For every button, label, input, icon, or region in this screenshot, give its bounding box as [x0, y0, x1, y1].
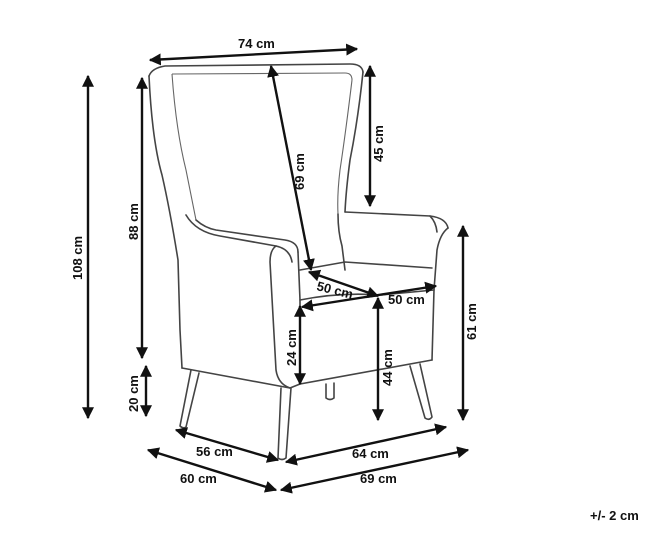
armchair-outline — [148, 63, 449, 461]
label-arm-height: 61 cm — [464, 303, 479, 340]
label-seat-width: 50 cm — [388, 292, 425, 307]
label-seat-height: 44 cm — [380, 349, 395, 386]
leg-front-right — [409, 363, 433, 421]
label-leg-depth: 56 cm — [196, 444, 233, 459]
dim-line-69-bottom — [279, 446, 470, 494]
dim-line-69-diagonal — [267, 64, 315, 272]
right-arm-outer — [429, 215, 438, 233]
label-seat-depth: 50 cm — [315, 278, 354, 301]
label-overall-height: 108 cm — [70, 236, 85, 280]
label-tolerance: +/- 2 cm — [590, 508, 639, 523]
backrest-left-edge — [148, 75, 183, 369]
label-leg-width: 64 cm — [352, 446, 389, 461]
dimension-labels: 74 cm 108 cm 88 cm 20 cm 69 cm 45 cm 50 … — [70, 36, 639, 523]
label-wing-height: 45 cm — [371, 125, 386, 162]
dim-line-74 — [148, 43, 359, 66]
dim-line-50-width — [300, 281, 438, 312]
seat-top — [299, 261, 433, 271]
right-arm-front — [431, 227, 449, 361]
dimension-lines — [82, 43, 470, 494]
label-overall-width-bottom: 69 cm — [360, 471, 397, 486]
label-overall-depth: 60 cm — [180, 471, 217, 486]
label-overall-width: 74 cm — [238, 36, 275, 51]
leg-front-left — [277, 387, 292, 461]
label-seat-cushion-height: 24 cm — [284, 329, 299, 366]
dim-line-60 — [146, 447, 278, 493]
backrest-right-edge — [344, 71, 364, 213]
backrest-inner-left — [171, 73, 197, 221]
leg-back-right — [325, 382, 335, 401]
left-arm-top — [195, 219, 299, 253]
backrest-inner-top — [171, 72, 353, 81]
base-bottom — [181, 359, 433, 389]
label-leg-height: 20 cm — [126, 375, 141, 412]
right-arm-inner — [337, 213, 346, 271]
label-back-height: 88 cm — [126, 203, 141, 240]
backrest-inner-right — [337, 79, 353, 215]
leg-back-left — [179, 369, 200, 429]
label-backrest-diagonal: 69 cm — [292, 153, 307, 190]
